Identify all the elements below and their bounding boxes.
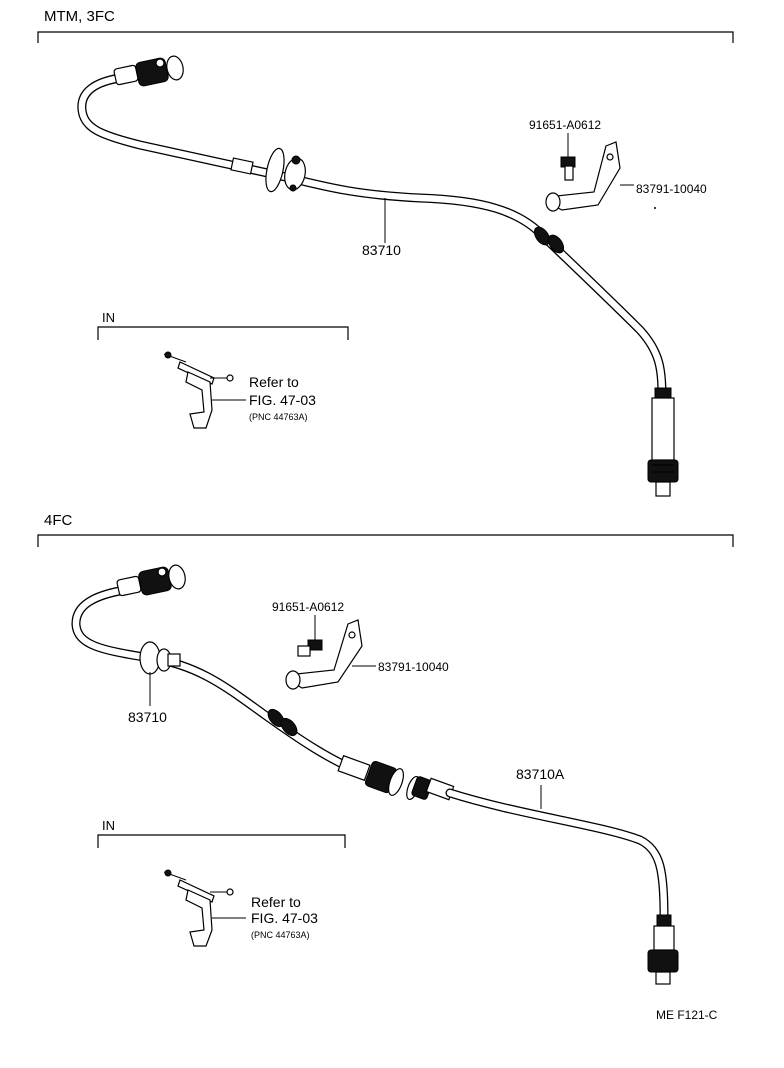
bolt-part-number-top: 91651-A0612 <box>529 118 602 132</box>
meter-connector-top <box>113 55 184 87</box>
transmission-end-top <box>647 387 679 497</box>
bolt-bottom <box>297 615 323 657</box>
cable-clamp-bottom <box>267 708 298 737</box>
meter-connector-bottom <box>116 564 186 597</box>
cable-part-number-83710A: 83710A <box>516 766 565 782</box>
refer-line2-bottom: FIG. 47-03 <box>251 910 318 926</box>
refer-line3-bottom: (PNC 44763A) <box>251 930 310 940</box>
inset-bracket-bottom <box>97 834 346 848</box>
refer-line1-bottom: Refer to <box>251 894 301 910</box>
section-title-top: MTM, 3FC <box>44 8 115 25</box>
inset-title-bottom: IN <box>102 818 115 833</box>
cable-part-number-top: 83710 <box>362 242 401 258</box>
bolt-part-number-bottom: 91651-A0612 <box>272 600 345 614</box>
bracket-part-number-top: 83791-10040 <box>636 182 707 196</box>
cable-clamp-top <box>533 226 565 254</box>
section-title-bottom: 4FC <box>44 512 73 529</box>
bracket-top <box>545 141 656 212</box>
speedometer-cable-top <box>77 73 667 400</box>
cable-part-number-bottom: 83710 <box>128 709 167 725</box>
grommet-bottom <box>139 641 181 675</box>
section-bracket-bottom <box>37 534 734 547</box>
cable-joint-left <box>337 754 404 796</box>
grommet-top <box>230 147 306 193</box>
inset-part-bottom <box>163 869 246 947</box>
bolt-top <box>560 133 576 181</box>
refer-line2-top: FIG. 47-03 <box>249 392 316 408</box>
inset-part-top <box>163 351 246 429</box>
speedometer-cable-83710A <box>445 788 669 920</box>
inset-title-top: IN <box>102 310 115 325</box>
cable-joint-right <box>406 775 455 801</box>
bracket-part-number-bottom: 83791-10040 <box>378 660 449 674</box>
figure-code: ME F121-C <box>656 1008 718 1022</box>
inset-bracket-top <box>97 326 349 340</box>
refer-line3-top: (PNC 44763A) <box>249 412 308 422</box>
section-bracket-top <box>37 31 734 43</box>
transmission-end-bottom <box>647 914 679 985</box>
bracket-bottom <box>285 619 376 690</box>
refer-line1-top: Refer to <box>249 374 299 390</box>
